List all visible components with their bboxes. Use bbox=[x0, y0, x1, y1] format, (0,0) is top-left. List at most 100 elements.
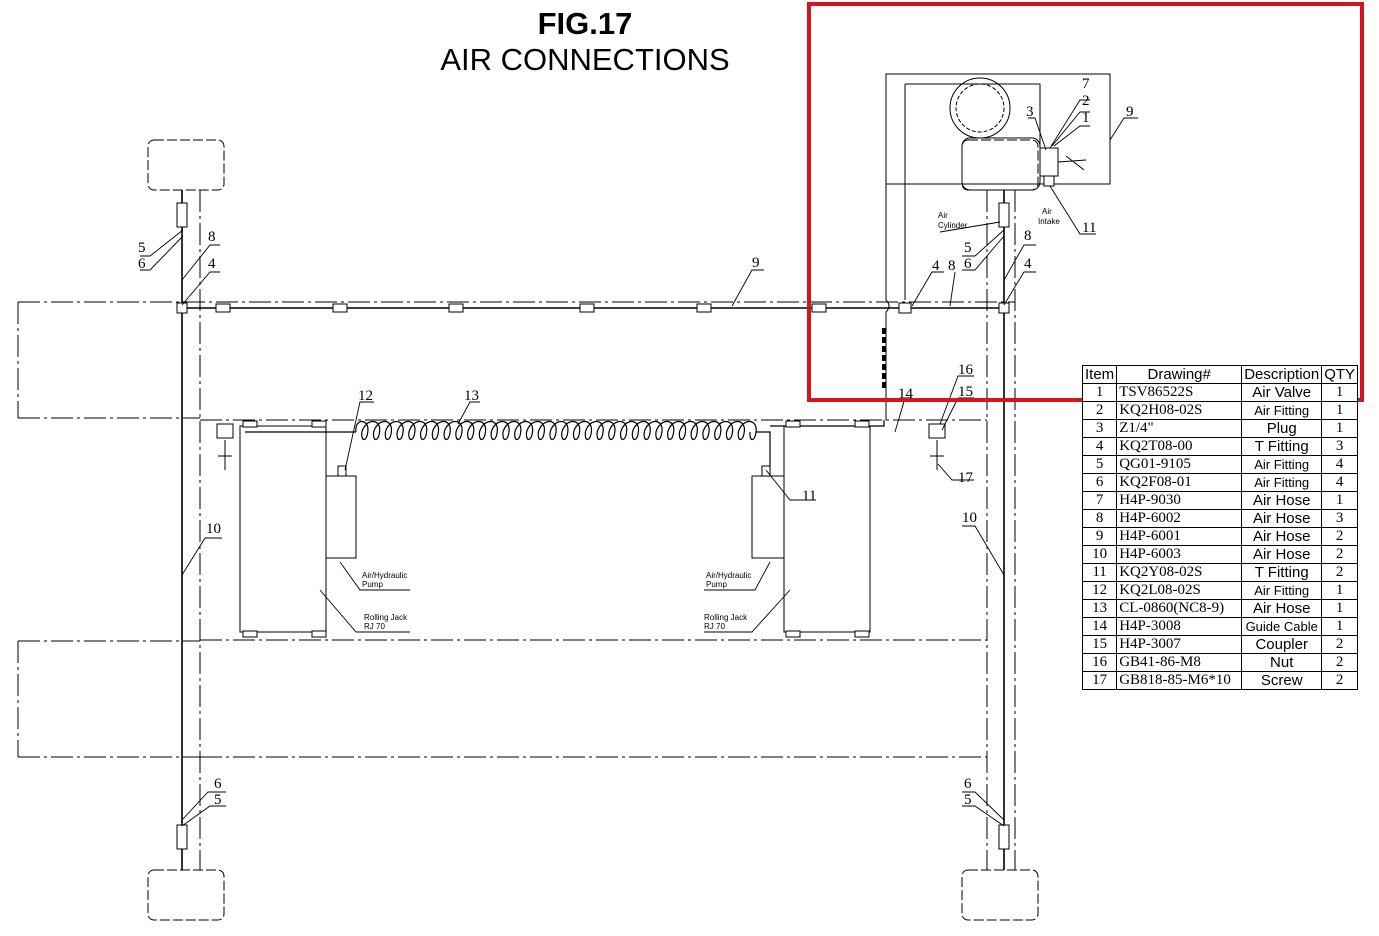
air-intake-label: Air bbox=[1042, 207, 1052, 216]
cell-description: Air Fitting bbox=[1241, 401, 1323, 420]
cell-item: 5 bbox=[1081, 455, 1118, 474]
t-fitting-left bbox=[176, 302, 188, 314]
cell-item: 13 bbox=[1081, 599, 1118, 618]
callout-1: 1 bbox=[1082, 110, 1090, 126]
air-cylinder-label: Cylinder bbox=[938, 221, 968, 230]
cell-item: 10 bbox=[1081, 545, 1118, 564]
cell-drawing: H4P-6002 bbox=[1116, 509, 1243, 528]
air-cylinder-left-top bbox=[176, 202, 188, 228]
callout-5: 5 bbox=[214, 792, 222, 808]
header-item: Item bbox=[1081, 365, 1118, 384]
pump-right-label: Air/Hydraulic bbox=[706, 571, 751, 580]
cell-qty: 2 bbox=[1321, 635, 1359, 654]
cell-drawing: KQ2L08-02S bbox=[1116, 581, 1243, 600]
cell-description: Screw bbox=[1241, 671, 1323, 690]
cell-qty: 1 bbox=[1321, 617, 1359, 636]
cell-qty: 2 bbox=[1321, 653, 1359, 672]
jack-left-label: RJ 70 bbox=[364, 622, 385, 631]
callout-5: 5 bbox=[138, 240, 146, 256]
jack-right bbox=[783, 425, 871, 633]
cell-drawing: QG01-9105 bbox=[1116, 455, 1243, 474]
pad-bottom-right bbox=[961, 869, 1039, 921]
cell-qty: 4 bbox=[1321, 455, 1359, 474]
air-valve bbox=[1039, 147, 1059, 177]
callout-4: 4 bbox=[208, 256, 216, 272]
header-qty: QTY bbox=[1321, 365, 1359, 384]
cell-item: 17 bbox=[1081, 671, 1118, 690]
cell-description: Air Hose bbox=[1241, 527, 1323, 546]
cell-item: 14 bbox=[1081, 617, 1118, 636]
air-cylinder-right-top bbox=[998, 202, 1010, 228]
cell-qty: 1 bbox=[1321, 599, 1359, 618]
cell-qty: 3 bbox=[1321, 437, 1359, 456]
cell-drawing: KQ2F08-01 bbox=[1116, 473, 1243, 492]
callout-17: 17 bbox=[958, 470, 974, 486]
cell-qty: 2 bbox=[1321, 545, 1359, 564]
callout-6: 6 bbox=[964, 776, 972, 792]
callout-2: 2 bbox=[1082, 93, 1090, 109]
callout-11: 11 bbox=[802, 488, 816, 504]
cell-item: 6 bbox=[1081, 473, 1118, 492]
cell-description: Air Hose bbox=[1241, 599, 1323, 618]
pad-bottom-left bbox=[147, 869, 225, 921]
cell-item: 15 bbox=[1081, 635, 1118, 654]
callout-8: 8 bbox=[1024, 228, 1032, 244]
cell-item: 16 bbox=[1081, 653, 1118, 672]
cell-description: T Fitting bbox=[1241, 563, 1323, 582]
cell-qty: 1 bbox=[1321, 383, 1359, 402]
pump-right-label: Pump bbox=[706, 580, 727, 589]
cell-description: Air Valve bbox=[1241, 383, 1323, 402]
cell-qty: 1 bbox=[1321, 419, 1359, 438]
cell-description: Air Fitting bbox=[1241, 581, 1323, 600]
cell-item: 7 bbox=[1081, 491, 1118, 510]
frame-outline bbox=[17, 190, 1016, 870]
pump-right bbox=[751, 475, 785, 559]
cell-item: 2 bbox=[1081, 401, 1118, 420]
hose-couplers bbox=[215, 303, 827, 313]
coil-hose bbox=[355, 420, 757, 441]
cell-item: 11 bbox=[1081, 563, 1118, 582]
cell-item: 9 bbox=[1081, 527, 1118, 546]
air-cylinder-label: Air bbox=[938, 211, 948, 220]
callout-7: 7 bbox=[1082, 76, 1090, 92]
callout-16: 16 bbox=[958, 362, 974, 378]
cell-drawing: TSV86522S bbox=[1116, 383, 1243, 402]
cell-drawing: KQ2T08-00 bbox=[1116, 437, 1243, 456]
valve-body bbox=[961, 137, 1041, 191]
jack-right-label: RJ 70 bbox=[704, 622, 725, 631]
cell-description: Air Hose bbox=[1241, 509, 1323, 528]
cell-qty: 3 bbox=[1321, 509, 1359, 528]
cell-description: Air Hose bbox=[1241, 545, 1323, 564]
valve-box bbox=[885, 73, 1111, 185]
callout-9: 9 bbox=[752, 255, 760, 271]
cell-drawing: CL-0860(NC8-9) bbox=[1116, 599, 1243, 618]
cell-description: Air Fitting bbox=[1241, 473, 1323, 492]
cell-drawing: H4P-6001 bbox=[1116, 527, 1243, 546]
figure-number: FIG.17 bbox=[537, 6, 633, 41]
callout-15: 15 bbox=[958, 384, 973, 400]
callout-9: 9 bbox=[1126, 104, 1134, 120]
air-cylinder-left-bottom bbox=[176, 824, 188, 850]
callout-11: 11 bbox=[1082, 220, 1096, 236]
callout-6: 6 bbox=[964, 256, 972, 272]
cell-drawing: H4P-9030 bbox=[1116, 491, 1243, 510]
jack-left-label: Rolling Jack bbox=[364, 613, 408, 622]
air-intake-label: Intake bbox=[1038, 217, 1060, 226]
pad-top-right bbox=[961, 139, 1039, 191]
callout-5: 5 bbox=[964, 240, 972, 256]
cell-description: Coupler bbox=[1241, 635, 1323, 654]
callout-6: 6 bbox=[214, 776, 222, 792]
pump-left-label: Pump bbox=[362, 580, 383, 589]
cell-drawing: KQ2Y08-02S bbox=[1116, 563, 1243, 582]
callout-5: 5 bbox=[964, 792, 972, 808]
